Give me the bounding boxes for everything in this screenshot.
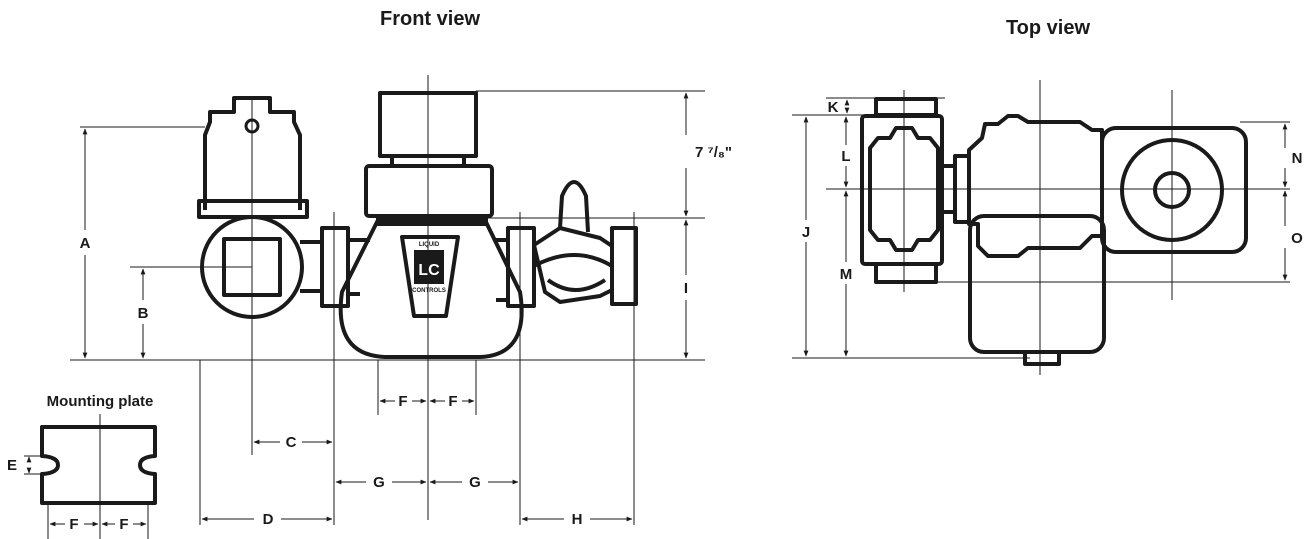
dim-F-plate-right: F [119,516,128,533]
mounting-plate: E F F [7,414,157,539]
meter-face [400,235,460,318]
mounting-plate-title: Mounting plate [47,393,154,410]
front-view-dimensions: A B 7 ⁷/₈" I F F C G G D H [80,92,732,528]
dim-E: E [7,457,17,474]
valve-dome [558,180,590,233]
dim-N: N [1292,150,1303,167]
inlet-flange [320,226,350,308]
logo-letters: LC [418,262,440,279]
logo-bottom-text: CONTROLS [412,288,446,294]
dim-H: H [572,511,583,528]
register-body [364,164,494,218]
dim-C: C [286,434,297,451]
dim-O: O [1291,230,1303,247]
dim-G-right: G [469,474,481,491]
top-view-guides [792,80,1290,375]
dim-K: K [828,99,839,116]
logo-top-text: LIQUID [419,242,440,248]
dim-J: J [802,224,810,241]
outlet-flange [506,226,536,308]
front-view-guides [70,75,705,525]
housing-base-plate [197,199,309,219]
dim-D: D [263,511,274,528]
dim-height: 7 ⁷/₈" [695,144,732,161]
mounting-plate-outline [40,425,157,505]
end-flange [610,226,638,306]
meter-body [338,218,524,359]
dim-I: I [684,280,688,297]
front-view-meter [197,91,638,359]
top-view-meter [860,97,1248,366]
valve-top-view [1100,126,1248,254]
dim-A: A [80,235,91,252]
dim-L: L [841,148,850,165]
top-view-title: Top view [1006,17,1091,39]
dim-G-left: G [373,474,385,491]
top-view-dimensions: K L M J N O [802,99,1303,357]
lc-logo-box [414,250,444,284]
meter-top-body [967,114,1104,258]
front-view-title: Front view [380,8,480,30]
dim-M: M [840,266,853,283]
lc-logo: LC LIQUID CONTROLS [412,242,446,294]
bottom-cap [874,262,938,284]
dim-F-right: F [448,393,457,410]
dim-F-plate-left: F [69,516,78,533]
top-cap [874,97,938,117]
dim-B: B [138,305,149,322]
dim-F-left: F [398,393,407,410]
strainer-top-inner [868,126,940,252]
register-top-view [968,214,1106,354]
